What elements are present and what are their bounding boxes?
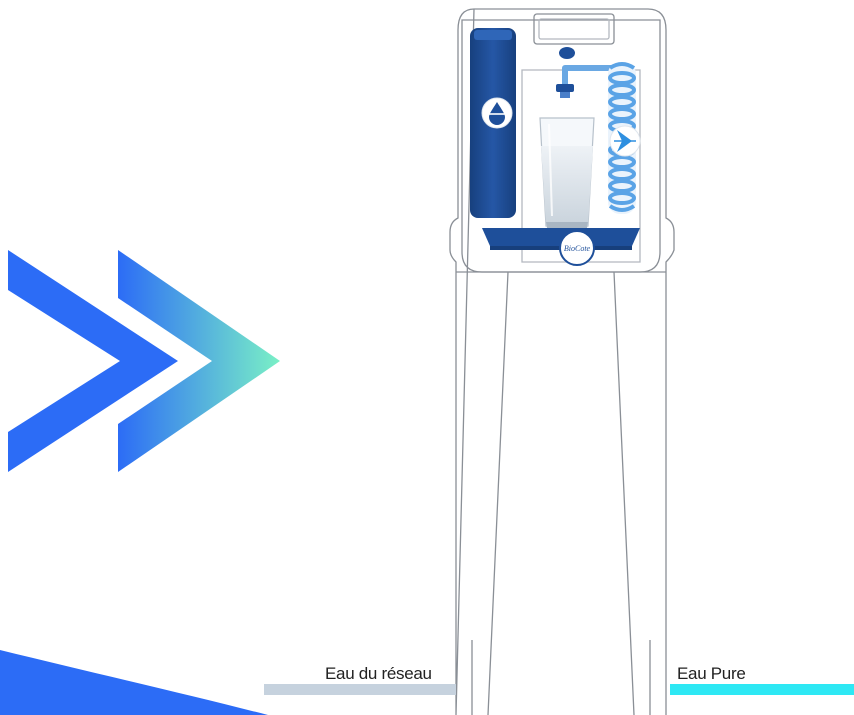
tap-water-label: Eau du réseau bbox=[325, 664, 432, 684]
dispenser-base-lines bbox=[472, 640, 650, 715]
dispenser-inner-column bbox=[488, 272, 634, 715]
water-glass bbox=[540, 118, 594, 228]
chevron-arrows-icon bbox=[8, 250, 280, 472]
uv-coil bbox=[608, 62, 640, 214]
sensor-button bbox=[559, 47, 575, 59]
tap-nozzle bbox=[556, 84, 574, 92]
filter-cartridge bbox=[470, 28, 516, 218]
pure-water-bar bbox=[670, 684, 854, 695]
pure-water-label: Eau Pure bbox=[677, 664, 745, 684]
tap-water-bar bbox=[264, 684, 456, 695]
biocote-badge-text: BioCote bbox=[564, 244, 591, 253]
decorative-wave bbox=[0, 650, 268, 715]
display-screen bbox=[539, 19, 609, 39]
